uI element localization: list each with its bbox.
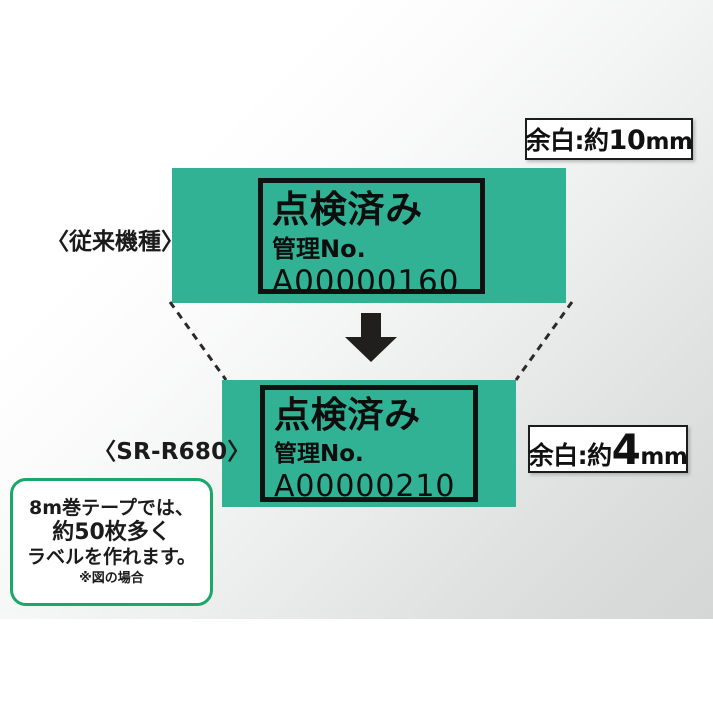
savings-callout-line-2: 約50枚多く: [52, 519, 171, 545]
caption-legacy-model: 〈従来機種〉: [46, 229, 184, 255]
margin-callout-legacy-unit: mm: [645, 129, 693, 155]
tape-label-new: 点検済み 管理No. A00000210: [222, 380, 516, 507]
savings-callout-bubble: 8m巻テープでは、 約50枚多く ラベルを作れます。 ※図の場合: [10, 478, 213, 606]
margin-callout-new-value: 4: [611, 424, 641, 474]
margin-callout-legacy-value: 10: [608, 125, 646, 156]
savings-callout-note: ※図の場合: [79, 571, 144, 587]
tape-label-legacy: 点検済み 管理No. A00000160: [172, 168, 566, 303]
tape-label-new-frame: 点検済み 管理No. A00000210: [260, 385, 478, 502]
tape-label-legacy-frame: 点検済み 管理No. A00000160: [258, 178, 485, 298]
background-bottom-strip: [0, 619, 713, 713]
tape-label-new-title: 点検済み: [274, 395, 421, 436]
tape-label-legacy-subtitle: 管理No.: [272, 235, 366, 263]
tape-label-new-code: A00000210: [274, 469, 456, 504]
tape-label-legacy-title: 点検済み: [272, 188, 423, 231]
tape-label-legacy-code: A00000160: [272, 264, 460, 300]
margin-callout-new-unit: mm: [640, 443, 688, 470]
savings-callout-line-1: 8m巻テープでは、: [29, 497, 194, 520]
down-arrow-icon: [345, 313, 397, 362]
tape-label-new-content: 点検済み 管理No. A00000210: [274, 392, 467, 502]
caption-new-model: 〈SR-R680〉: [93, 439, 251, 465]
tape-label-new-subtitle: 管理No.: [274, 441, 364, 467]
dashed-connector-right-icon: [514, 301, 574, 381]
dashed-connector-left-icon: [168, 301, 228, 381]
savings-callout-line-3: ラベルを作れます。: [26, 545, 197, 568]
tape-label-legacy-content: 点検済み 管理No. A00000160: [272, 185, 474, 298]
margin-callout-legacy-prefix: 余白:約: [525, 126, 609, 155]
margin-callout-new-prefix: 余白:約: [528, 440, 613, 470]
